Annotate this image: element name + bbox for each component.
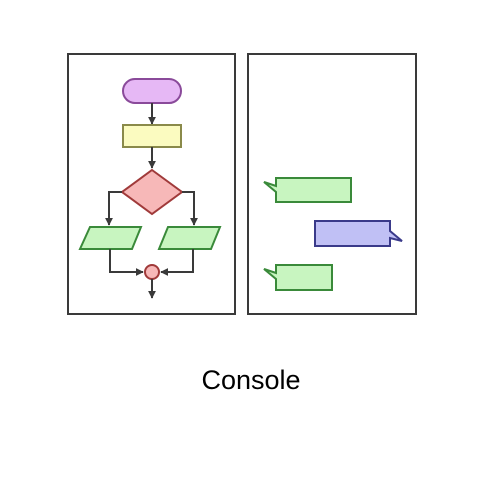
app-name-label: Console	[201, 365, 301, 395]
flowchart-panel	[67, 53, 236, 315]
flowchart-arrow	[160, 249, 194, 276]
message-balloon-outgoing	[314, 220, 403, 247]
flowchart-arrow	[105, 191, 122, 226]
flowchart-decision-node	[120, 168, 184, 216]
flowchart-process-node	[122, 124, 182, 148]
flowchart-io-node	[157, 226, 222, 250]
messages-panel	[247, 53, 417, 315]
message-balloon-incoming	[263, 177, 352, 203]
flowchart-start-node	[122, 78, 182, 104]
flowchart-arrow	[182, 191, 198, 226]
console-icon	[67, 53, 417, 315]
message-balloon-incoming	[263, 264, 333, 291]
flowchart-io-node	[78, 226, 143, 250]
flowchart-merge-node	[144, 264, 160, 280]
flowchart-arrow	[109, 249, 144, 276]
